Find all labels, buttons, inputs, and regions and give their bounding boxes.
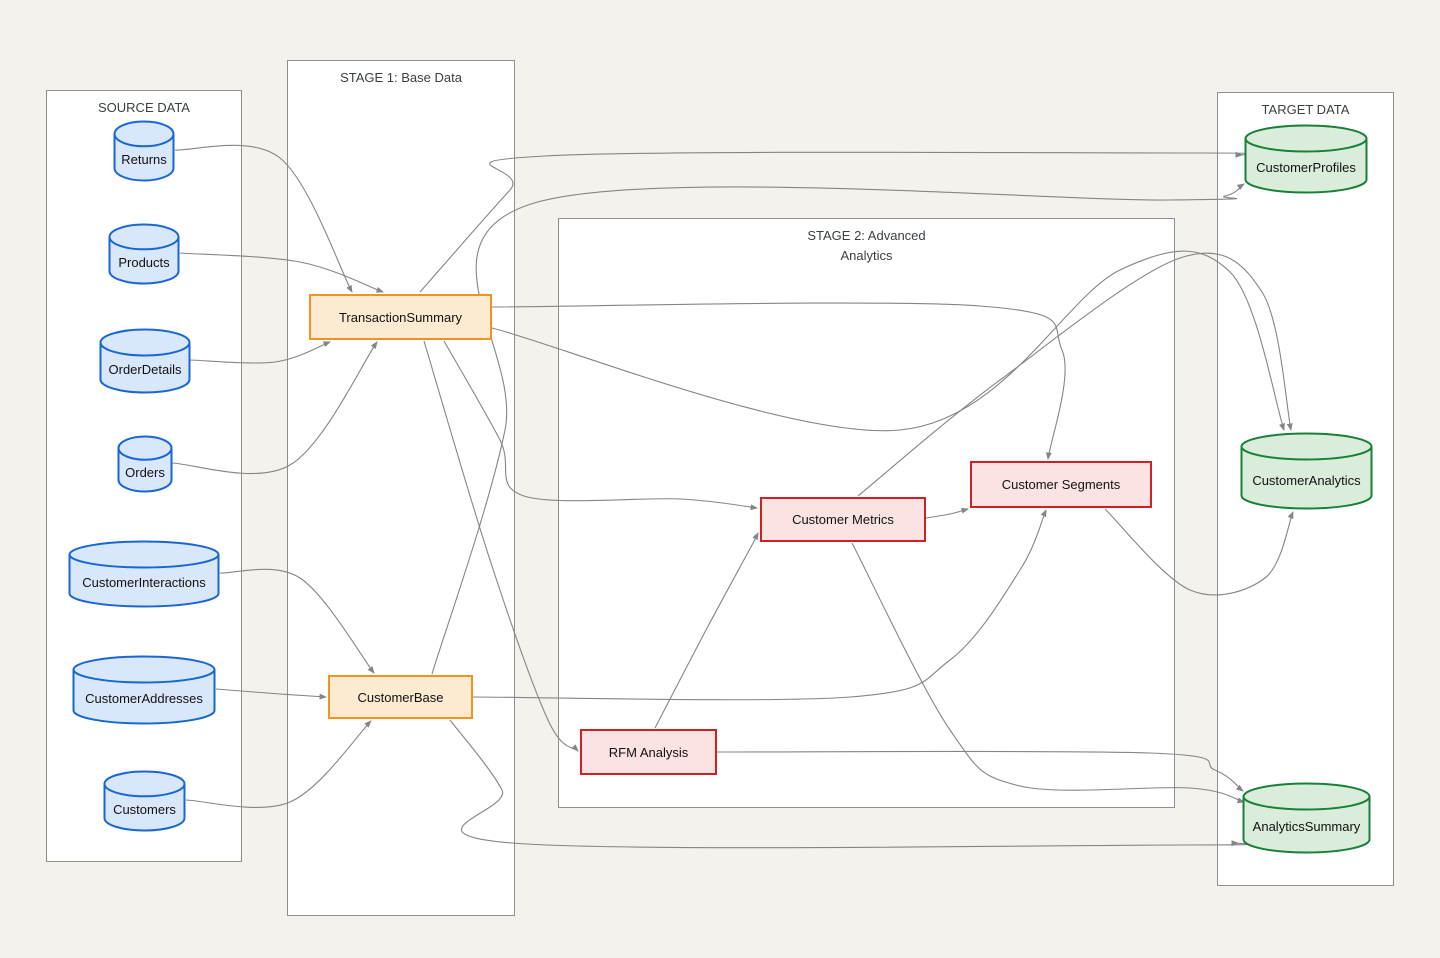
node-customer_interactions[interactable]: CustomerInteractions	[68, 540, 220, 608]
node-customer_metrics[interactable]: Customer Metrics	[760, 497, 926, 542]
node-orders[interactable]: Orders	[117, 435, 173, 493]
node-label-customer_interactions: CustomerInteractions	[82, 575, 206, 591]
node-order_details[interactable]: OrderDetails	[99, 328, 191, 394]
edge-orders-to-transaction_summary	[171, 341, 378, 475]
edge-customer_base-to-analytics_summary	[449, 719, 1252, 849]
node-rfm_analysis[interactable]: RFM Analysis	[580, 729, 717, 775]
edge-order_details-to-transaction_summary	[189, 341, 331, 364]
edge-customer_addresses-to-customer_base	[215, 688, 327, 700]
node-label-customer_profiles: CustomerProfiles	[1256, 160, 1356, 176]
group-title-stage2: STAGE 2: Advanced Analytics	[807, 228, 926, 264]
node-customer_profiles[interactable]: CustomerProfiles	[1244, 124, 1368, 194]
node-label-order_details: OrderDetails	[108, 362, 182, 378]
node-customer_segments[interactable]: Customer Segments	[970, 461, 1152, 508]
edge-customer_metrics-to-analytics_summary	[851, 542, 1245, 804]
group-title-source-data: SOURCE DATA	[98, 100, 190, 115]
node-label-rfm_analysis: RFM Analysis	[608, 744, 689, 760]
group-title-stage1: STAGE 1: Base Data	[340, 70, 462, 85]
group-title-target-data: TARGET DATA	[1261, 102, 1350, 117]
node-transaction_summary[interactable]: TransactionSummary	[309, 294, 492, 340]
node-customer_base[interactable]: CustomerBase	[328, 675, 473, 719]
node-returns[interactable]: Returns	[113, 120, 175, 182]
node-customers[interactable]: Customers	[103, 770, 186, 832]
edge-customers-to-customer_base	[185, 720, 372, 808]
edge-rfm_analysis-to-analytics_summary	[716, 750, 1244, 792]
edge-customer_metrics-to-customer_analytics	[857, 252, 1293, 497]
node-label-customer_base: CustomerBase	[357, 689, 444, 705]
node-label-customer_analytics: CustomerAnalytics	[1252, 472, 1361, 488]
node-label-products: Products	[118, 255, 170, 271]
edge-customer_base-to-customer_segments	[472, 509, 1047, 701]
edge-customer_metrics-to-customer_segments	[925, 507, 969, 519]
edge-transaction_summary-to-customer_segments	[491, 302, 1066, 460]
node-label-customers: Customers	[113, 802, 176, 818]
node-label-orders: Orders	[125, 465, 165, 481]
edge-rfm_analysis-to-customer_metrics	[654, 532, 759, 729]
edge-customer_segments-to-customer_analytics	[1104, 508, 1294, 596]
node-label-customer_metrics: Customer Metrics	[792, 512, 894, 527]
node-products[interactable]: Products	[108, 223, 180, 285]
node-label-analytics_summary: AnalyticsSummary	[1252, 819, 1361, 835]
node-label-customer_segments: Customer Segments	[1001, 477, 1121, 492]
edge-transaction_summary-to-customer_analytics	[491, 250, 1285, 432]
edge-customer_interactions-to-customer_base	[219, 568, 375, 674]
edge-transaction_summary-to-rfm_analysis	[423, 340, 579, 752]
edge-transaction_summary-to-customer_metrics	[443, 340, 758, 511]
edge-returns-to-transaction_summary	[174, 144, 353, 293]
group-box-stage1-base-data: STAGE 1: Base Data	[287, 60, 515, 916]
node-label-transaction_summary: TransactionSummary	[338, 309, 463, 325]
node-label-customer_addresses: CustomerAddresses	[85, 691, 203, 707]
node-analytics_summary[interactable]: AnalyticsSummary	[1242, 782, 1371, 854]
edge-customer_base-to-customer_profiles	[431, 183, 1245, 675]
node-label-returns: Returns	[121, 152, 167, 168]
node-customer_analytics[interactable]: CustomerAnalytics	[1240, 432, 1373, 510]
edge-transaction_summary-to-customer_profiles	[419, 151, 1258, 293]
edge-products-to-transaction_summary	[179, 252, 384, 293]
node-customer_addresses[interactable]: CustomerAddresses	[72, 655, 216, 725]
